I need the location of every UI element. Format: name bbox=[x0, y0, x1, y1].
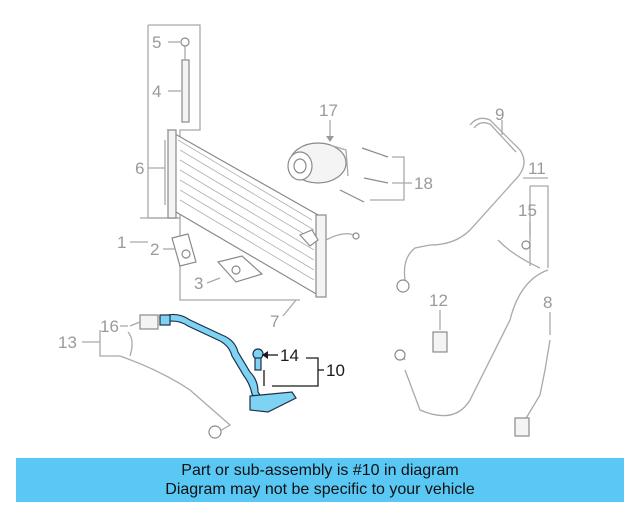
line-assembly-10 bbox=[159, 313, 297, 413]
callout-11: 11 bbox=[528, 159, 546, 178]
condenser-assembly bbox=[140, 24, 360, 301]
hose-8 bbox=[514, 312, 551, 437]
callout-10: 10 bbox=[326, 361, 345, 380]
suction-hose bbox=[396, 117, 525, 293]
hose-13 bbox=[82, 314, 232, 439]
callout-12: 12 bbox=[429, 291, 448, 310]
callout-1: 1 bbox=[117, 233, 126, 252]
callout-4: 4 bbox=[152, 82, 161, 101]
callout-3: 3 bbox=[194, 274, 203, 293]
callout-8: 8 bbox=[543, 293, 552, 312]
banner-line-1: Part or sub-assembly is #10 in diagram bbox=[181, 462, 459, 479]
banner-line-2: Diagram may not be specific to your vehi… bbox=[165, 481, 475, 498]
callout-17: 17 bbox=[319, 101, 338, 120]
callout-13: 13 bbox=[58, 333, 77, 352]
info-banner: Part or sub-assembly is #10 in diagram D… bbox=[16, 458, 624, 502]
callout-2: 2 bbox=[150, 240, 159, 259]
switch-12 bbox=[432, 312, 448, 353]
callout-16: 16 bbox=[100, 317, 119, 336]
callout-18: 18 bbox=[414, 174, 433, 193]
compressor bbox=[287, 120, 349, 184]
callout-7: 7 bbox=[270, 312, 279, 331]
callout-6: 6 bbox=[135, 159, 144, 178]
pressure-hose bbox=[394, 185, 549, 417]
callout-14: 14 bbox=[280, 346, 299, 365]
callout-15: 15 bbox=[518, 201, 537, 220]
callout-leaders bbox=[120, 41, 548, 387]
compressor-bolts bbox=[339, 147, 412, 203]
callout-5: 5 bbox=[152, 33, 161, 52]
callout-9: 9 bbox=[495, 105, 504, 124]
